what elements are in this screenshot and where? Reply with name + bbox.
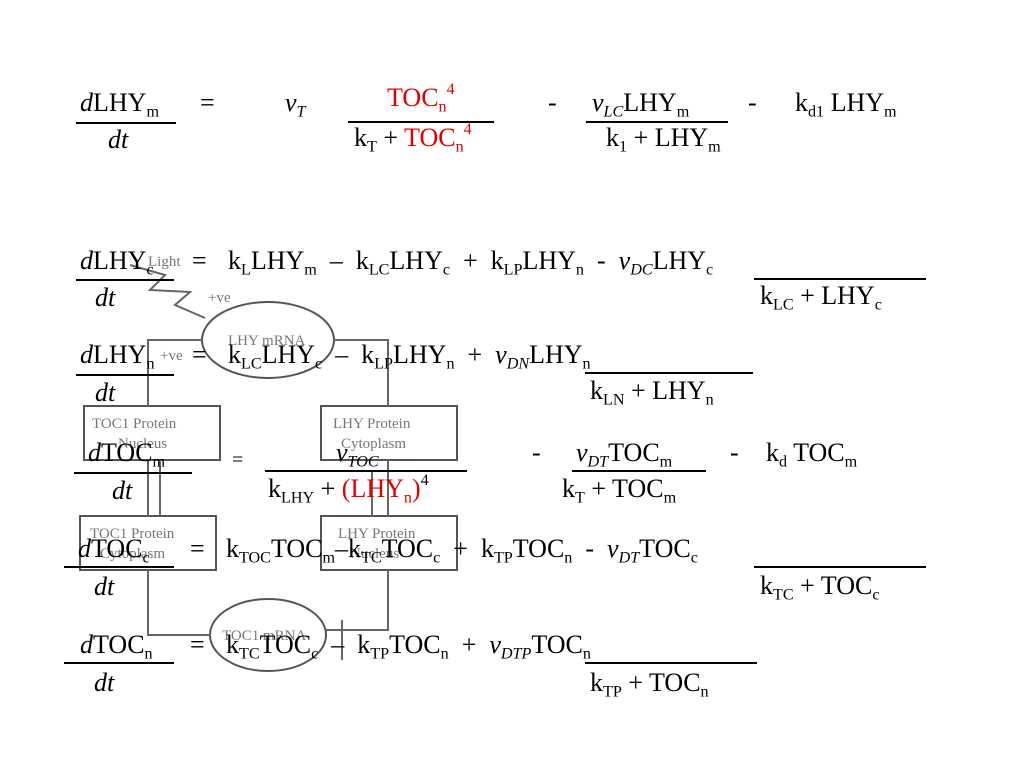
eq1-den2: k1 + LHYm: [606, 123, 721, 156]
lhy-mrna-label: LHY mRNA: [228, 333, 306, 349]
eq6-equals: =: [190, 630, 205, 659]
positive-label-1: +ve: [208, 290, 231, 306]
light-label: Light: [148, 254, 181, 270]
eq4-num2: vDTTOCm: [576, 438, 673, 471]
light-input: Light +ve +ve: [129, 254, 231, 364]
toc1-nucleus-line1: TOC1 Protein: [92, 416, 177, 432]
eq3-den: kLN + LHYn: [590, 376, 714, 409]
eq5-frac-rule: [754, 566, 926, 568]
eq1-decay: kd1 LHYm: [795, 88, 897, 121]
eq3-equals: =: [192, 340, 207, 369]
toc1-cyto-line1: TOC1 Protein: [90, 526, 175, 542]
lhy-nuc-line2: Nucleus: [350, 546, 399, 562]
eq4-frac2-rule: [572, 470, 706, 472]
eq3-terms: kLCLHYc – kLPLHYn + vDNLHYn: [228, 340, 591, 373]
eq5-lhs-rule: [64, 566, 174, 568]
toc1-cyto-line2: Cytoplasm: [100, 546, 165, 562]
eq6-frac-rule: [585, 662, 757, 664]
eq1-num: TOCn4: [387, 80, 455, 116]
eq5-terms: kTOCTOCm–kTCTOCc + kTPTOCn - vDTTOCc: [226, 534, 698, 567]
eq4-minus2: -: [730, 438, 739, 467]
eq1-minus2: -: [748, 88, 757, 117]
eq5-equals: =: [190, 534, 205, 563]
eq4-lhs: dTOCm: [88, 438, 166, 471]
eq2-dt: dt: [95, 283, 116, 312]
eq5-lhs: dTOCc: [78, 534, 150, 567]
eq2-frac-rule: [754, 278, 926, 280]
eq3-lhs: dLHYn: [80, 340, 155, 373]
lhy-protein-nucleus-box: [320, 515, 458, 571]
lhy-nuc-line1: LHY Protein: [338, 526, 416, 542]
eq3-dt: dt: [95, 378, 116, 407]
eq2-equals: =: [192, 246, 207, 275]
toc1-protein-nucleus-box: [83, 405, 221, 461]
eq1-num2: vLCLHYm: [592, 88, 690, 121]
toc1-nucleus-line2: Nucleus: [118, 436, 167, 452]
lhy-cyto-line1: LHY Protein: [333, 416, 411, 432]
eq4-minus1: -: [532, 438, 541, 467]
eq5-dt: dt: [94, 572, 115, 601]
eq4-equals: =: [232, 449, 244, 471]
eq1-dt: dt: [108, 125, 129, 154]
eq1-vt: vT: [285, 88, 306, 121]
eq4-dt: dt: [112, 476, 133, 505]
eq1-den1: kT + TOCn4: [354, 120, 472, 156]
eq4-decay: kd TOCm: [766, 438, 858, 471]
eq5-den: kTC + TOCc: [760, 571, 880, 604]
pathway-arrows: [147, 339, 389, 660]
eq4-vtoc: vTOC: [336, 438, 379, 471]
eq6-lhs: dTOCn: [80, 630, 153, 663]
eq6-den: kTP + TOCn: [590, 668, 709, 701]
light-zigzag: [129, 264, 206, 319]
eq1-equals: =: [200, 88, 215, 117]
eq3-lhs-rule: [76, 374, 174, 376]
eq2-terms: kLLHYm – kLCLHYc + kLPLHYn - vDCLHYc: [228, 246, 714, 279]
eq2-den: kLC + LHYc: [760, 281, 882, 314]
eq1-lhs: dLHYm: [80, 88, 159, 121]
eq6-lhs-rule: [64, 662, 174, 664]
eq4-frac1-rule: [265, 470, 467, 472]
eq4-den2: kT + TOCm: [562, 474, 677, 507]
lhy-cyto-line2: Cytoplasm: [341, 436, 406, 452]
eq2-lhs: dLHYc: [80, 246, 154, 279]
eq6-dt: dt: [94, 668, 115, 697]
eq3-frac-rule: [585, 372, 753, 374]
toc1-mrna-label: TOC1 mRNA: [222, 628, 306, 644]
eq1-lhs-rule: [76, 122, 176, 124]
eq1-minus1: -: [548, 88, 557, 117]
eq4-den1: kLHY + (LHYn)4: [268, 471, 429, 507]
eq1-frac1-rule: [348, 121, 494, 123]
eq6-terms: kTCTOCc – kTPTOCn + vDTPTOCn: [226, 630, 591, 663]
eq4-lhs-rule: [74, 472, 192, 474]
lhy-protein-cytoplasm-box: [320, 405, 458, 461]
positive-label-2: +ve: [160, 348, 183, 364]
eq1-frac2-rule: [586, 121, 728, 123]
eq2-lhs-rule: [76, 279, 174, 281]
